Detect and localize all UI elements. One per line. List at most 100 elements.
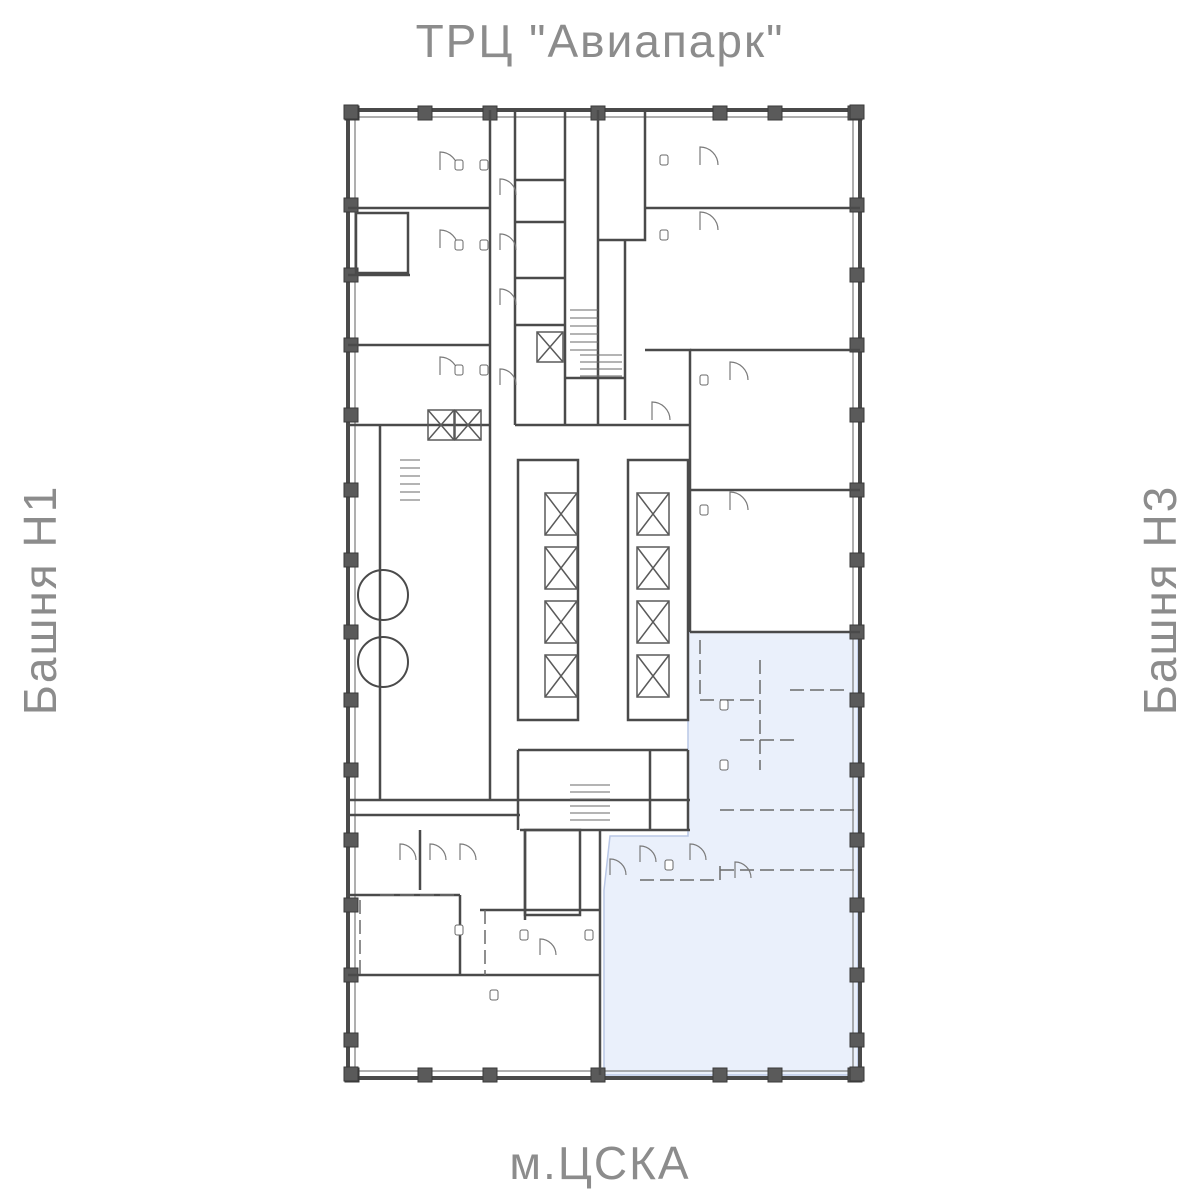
fixture: [659, 229, 669, 241]
door-swing: [734, 861, 752, 879]
door-swing: [729, 361, 749, 381]
column: [343, 1032, 359, 1048]
fixture: [699, 374, 709, 386]
column: [343, 762, 359, 778]
column: [767, 105, 783, 121]
internal-walls: [348, 110, 860, 1075]
door-swing: [499, 288, 517, 306]
fixture: [454, 239, 464, 251]
fixture: [479, 159, 489, 171]
elevator-car: [636, 600, 670, 644]
revolving-doors: [357, 569, 409, 688]
fixture: [659, 154, 669, 166]
column: [849, 832, 865, 848]
elevator-cross: [636, 546, 670, 590]
column: [849, 197, 865, 213]
door-swing: [651, 401, 671, 421]
selected-premises-highlight[interactable]: [603, 631, 859, 1076]
column: [343, 832, 359, 848]
fixture: [454, 364, 464, 376]
structural-columns: [343, 104, 865, 1083]
fixture: [664, 859, 674, 871]
elevator-cross: [544, 546, 578, 590]
column: [849, 1032, 865, 1048]
column: [849, 407, 865, 423]
elevator-cross: [427, 409, 455, 441]
door-swing: [609, 858, 627, 876]
elevator-car: [544, 492, 578, 536]
column: [849, 762, 865, 778]
column: [849, 897, 865, 913]
door-swing: [459, 843, 477, 861]
elevator-cross: [544, 600, 578, 644]
south-orientation-label: м.ЦСКА: [509, 1137, 691, 1189]
column: [343, 407, 359, 423]
door-swing: [499, 233, 517, 251]
door-swing: [729, 491, 749, 511]
fixture: [719, 759, 729, 771]
door-swing: [429, 843, 447, 861]
door-swing: [639, 845, 657, 863]
fixture: [519, 929, 529, 941]
column: [417, 105, 433, 121]
door-swing: [689, 843, 707, 861]
column: [482, 1067, 498, 1083]
elevator-car: [536, 331, 564, 363]
fixture: [719, 699, 729, 711]
fixture: [454, 924, 464, 936]
column: [767, 1067, 783, 1083]
elevator-cross: [544, 654, 578, 698]
elevator-car: [427, 409, 455, 441]
dashed-partitions: [359, 640, 855, 975]
column: [712, 1067, 728, 1083]
door-swing: [499, 178, 517, 196]
column: [343, 692, 359, 708]
column: [849, 967, 865, 983]
fixture: [489, 989, 499, 1001]
column: [849, 337, 865, 353]
elevator-cross: [536, 331, 564, 363]
column: [849, 1066, 865, 1082]
column: [343, 104, 359, 120]
door-swing: [499, 368, 517, 386]
elevator-cross: [544, 492, 578, 536]
column: [343, 897, 359, 913]
elevator-car: [636, 492, 670, 536]
elevator-cross: [636, 654, 670, 698]
sanitary-fixtures: [454, 154, 729, 1001]
column: [343, 624, 359, 640]
column: [343, 197, 359, 213]
elevator-cross: [636, 492, 670, 536]
door-swing: [399, 843, 417, 861]
column: [849, 104, 865, 120]
elevator-cross: [636, 600, 670, 644]
fixture: [584, 929, 594, 941]
column: [849, 552, 865, 568]
staircases: [400, 309, 622, 821]
door-swing: [699, 146, 719, 166]
elevator-cars: [427, 331, 670, 698]
door-swing: [539, 938, 557, 956]
column: [343, 552, 359, 568]
elevator-car: [636, 546, 670, 590]
elevator-cross: [454, 409, 482, 441]
elevator-car: [544, 600, 578, 644]
fixture: [479, 364, 489, 376]
north-orientation-label: ТРЦ "Авиапарк": [415, 15, 785, 67]
fixture: [454, 159, 464, 171]
fixture: [479, 239, 489, 251]
column: [590, 1067, 606, 1083]
column: [417, 1067, 433, 1083]
column: [849, 692, 865, 708]
column: [343, 482, 359, 498]
elevator-car: [544, 546, 578, 590]
door-swing: [699, 211, 719, 231]
elevator-car: [544, 654, 578, 698]
column: [343, 1066, 359, 1082]
fixture: [699, 504, 709, 516]
column: [712, 105, 728, 121]
elevator-car: [636, 654, 670, 698]
elevator-car: [454, 409, 482, 441]
column: [849, 267, 865, 283]
